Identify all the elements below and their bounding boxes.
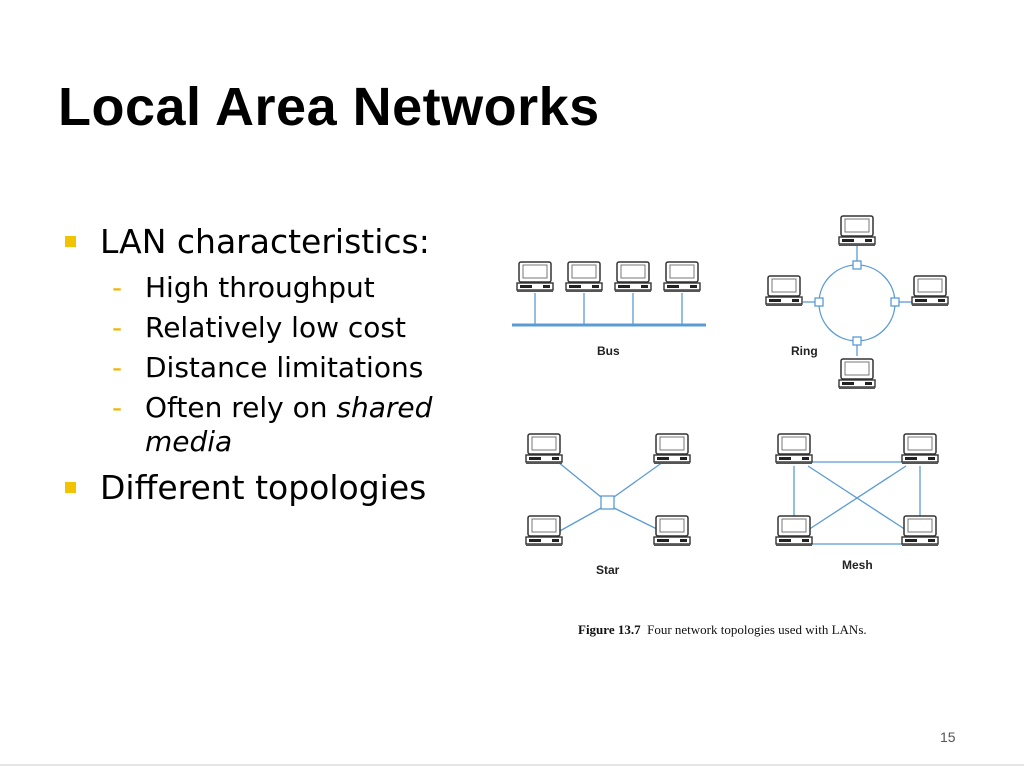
star-label: Star: [596, 563, 620, 577]
caption-text: Four network topologies used with LANs.: [647, 622, 867, 637]
dash-marker: -: [112, 311, 123, 344]
computer-icon: [838, 215, 876, 247]
bullet-text: Different topologies: [100, 468, 427, 507]
bus-links: [512, 293, 706, 327]
ring-taps: [814, 260, 900, 346]
sub-bullet-text: Distance limitations: [145, 351, 424, 384]
computer-icon: [775, 433, 813, 465]
computer-icon: [516, 261, 554, 293]
dash-marker: -: [112, 351, 123, 384]
bullet-square-icon: [65, 236, 76, 247]
sub-bullet-text: High throughput: [145, 271, 375, 304]
footer-divider: [0, 764, 1024, 766]
sub-bullet-list: - High throughput - Relatively low cost …: [60, 268, 480, 462]
bullet-lan-characteristics: LAN characteristics:: [60, 222, 480, 262]
computer-icon: [911, 275, 949, 307]
mesh-links: [793, 461, 921, 545]
computer-icon: [653, 433, 691, 465]
slide-title: Local Area Networks: [58, 77, 600, 137]
mesh-topology: Mesh: [775, 433, 939, 572]
figure-caption: Figure 13.7 Four network topologies used…: [578, 622, 867, 638]
star-links: [557, 461, 664, 533]
star-topology: Star: [525, 433, 691, 577]
ring-label: Ring: [791, 344, 818, 358]
sub-bullet-emphasis: shared: [336, 391, 433, 424]
computer-icon: [525, 515, 563, 547]
bullet-text: LAN characteristics:: [100, 222, 430, 261]
bullet-square-icon: [65, 482, 76, 493]
dash-marker: -: [112, 391, 123, 424]
star-hub: [600, 495, 615, 510]
ring-links: [803, 245, 912, 356]
sub-bullet-shared-media: - Often rely on shared media: [60, 388, 455, 462]
sub-bullet-text: Often rely on: [145, 391, 337, 424]
bus-label: Bus: [597, 344, 620, 358]
computer-icon: [901, 433, 939, 465]
sub-bullet-text: Relatively low cost: [145, 311, 406, 344]
computer-icon: [653, 515, 691, 547]
computer-icon: [565, 261, 603, 293]
page-number: 15: [940, 729, 956, 745]
dash-marker: -: [112, 271, 123, 304]
computer-icon: [901, 515, 939, 547]
computer-icon: [663, 261, 701, 293]
ring-topology: Ring: [765, 215, 949, 390]
sub-bullet-distance: - Distance limitations: [60, 348, 455, 388]
mesh-label: Mesh: [842, 558, 873, 572]
computer-icon: [838, 358, 876, 390]
caption-label: Figure 13.7: [578, 622, 641, 637]
computer-icon: [775, 515, 813, 547]
sub-bullet-cost: - Relatively low cost: [60, 308, 455, 348]
computer-icon: [525, 433, 563, 465]
bullet-list: LAN characteristics: - High throughput -…: [60, 222, 480, 508]
sub-bullet-emphasis: media: [145, 425, 233, 458]
computer-icon: [765, 275, 803, 307]
bus-topology: Bus: [512, 261, 706, 358]
bullet-different-topologies: Different topologies: [60, 468, 480, 508]
sub-bullet-throughput: - High throughput: [60, 268, 455, 308]
computer-icon: [614, 261, 652, 293]
